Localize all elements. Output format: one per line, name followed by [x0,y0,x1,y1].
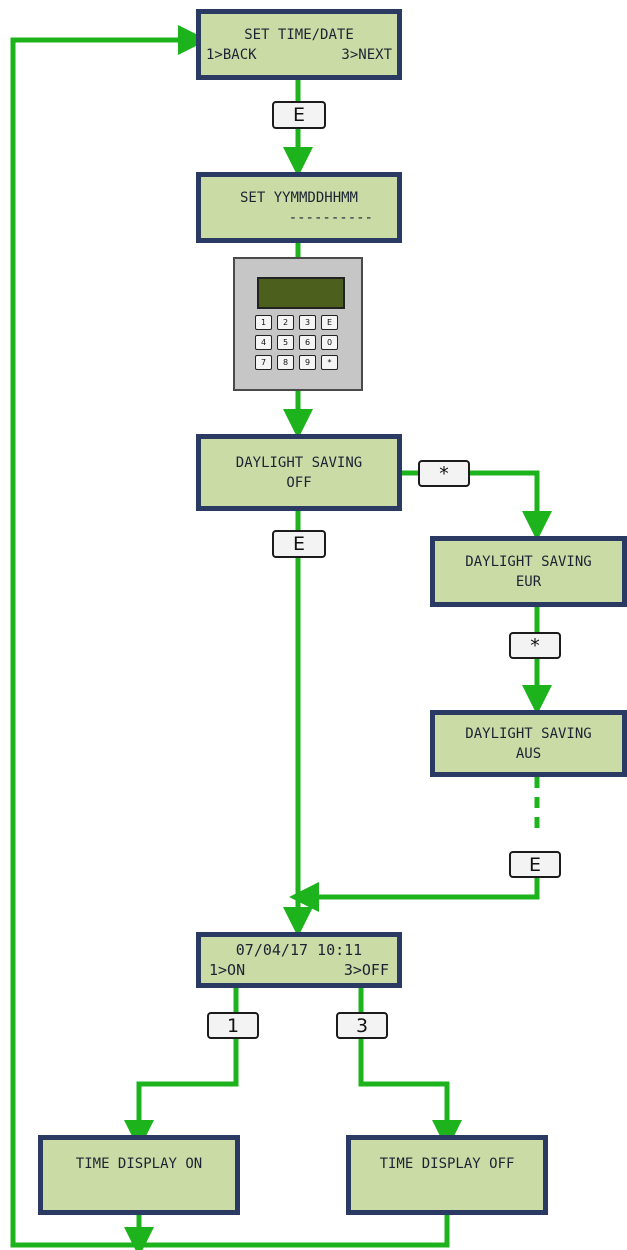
lcd-set-time-date: SET TIME/DATE 1>BACK 3>NEXT [196,9,402,80]
connector-aus-return [289,878,540,912]
lcd-line-1: 07/04/17 10:11 [235,941,363,959]
connector-to-display-on-path [124,988,239,1150]
lcd-line-1: DAYLIGHT SAVING [465,725,592,742]
keypad-key: 3 [299,315,316,330]
lcd-line-2: AUS [515,745,542,762]
keypad-keys: 1 2 3 E 4 5 6 0 7 8 9 * [255,315,347,370]
lcd-daylight-off: DAYLIGHT SAVING OFF [196,434,402,511]
lcd-time-display-on: TIME DISPLAY ON [38,1135,240,1215]
off-option: 3>OFF [343,961,389,979]
lcd-time-display-off: TIME DISPLAY OFF [346,1135,548,1215]
lcd-line-2: ---------- [288,209,373,226]
keypad-key: 7 [255,355,272,370]
connector-display-off-return [10,25,450,1248]
keypad-key: 1 [255,315,272,330]
lcd-line-1: SET TIME/DATE [244,26,354,43]
back-option: 1>BACK [206,46,257,63]
lcd-line-1: DAYLIGHT SAVING [465,553,592,570]
keypad-key: 8 [277,355,294,370]
lcd-line-1: TIME DISPLAY ON [75,1156,203,1172]
lcd-set-yymmddhhmm: SET YYMMDDHHMM ---------- [196,172,402,243]
lcd-daylight-aus: DAYLIGHT SAVING AUS [430,710,627,777]
lcd-line-1: SET YYMMDDHHMM [239,189,358,206]
keypad-key: E [321,315,338,330]
keypad-key: 9 [299,355,316,370]
keypad-key: 0 [321,335,338,350]
keypad-screen [257,277,345,309]
lcd-line-2: OFF [286,474,312,491]
connector-to-display-off [358,988,462,1150]
keypad-device: 1 2 3 E 4 5 6 0 7 8 9 * [233,257,363,391]
lcd-daylight-eur: DAYLIGHT SAVING EUR [430,536,627,607]
keypad-key: * [321,355,338,370]
lcd-line-2: EUR [515,573,542,590]
lcd-line-2: 1>ON 3>OFF [201,960,397,980]
enter-key: E [272,530,326,558]
star-key: * [509,632,561,659]
lcd-clock: 07/04/17 10:11 1>ON 3>OFF [196,932,402,988]
lcd-line-2: 1>BACK 3>NEXT [201,45,397,65]
star-key: * [418,460,470,487]
lcd-line-1: TIME DISPLAY OFF [379,1156,515,1172]
three-key: 3 [336,1012,388,1039]
one-key: 1 [207,1012,259,1039]
enter-key: E [509,851,561,878]
keypad-key: 4 [255,335,272,350]
next-option: 3>NEXT [341,46,392,63]
enter-key: E [272,101,326,129]
keypad-key: 2 [277,315,294,330]
keypad-key: 6 [299,335,316,350]
lcd-line-1: DAYLIGHT SAVING [235,454,363,471]
on-option: 1>ON [209,961,246,979]
keypad-key: 5 [277,335,294,350]
